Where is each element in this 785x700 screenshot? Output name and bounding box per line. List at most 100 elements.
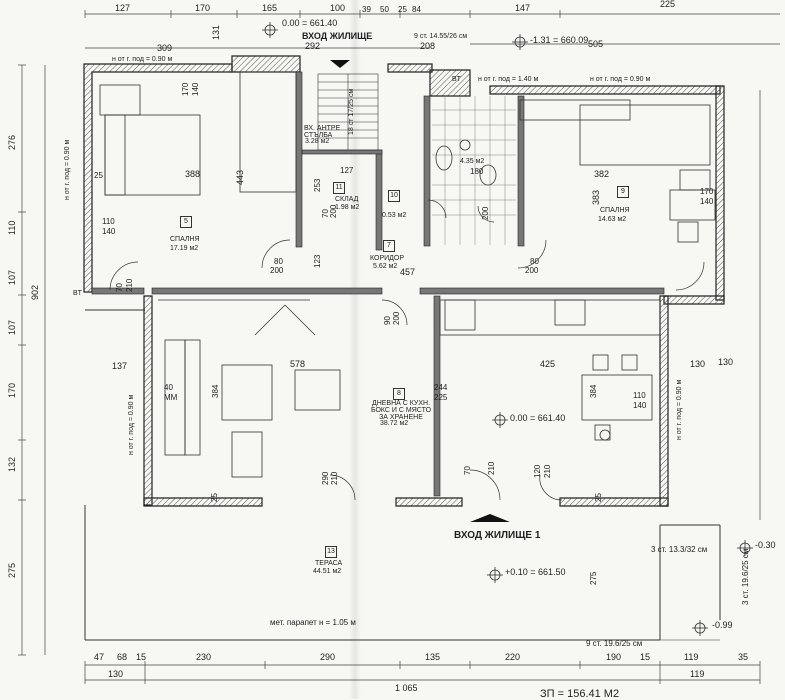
dim-left: 276 (7, 134, 17, 150)
dimension-ticks (18, 10, 761, 684)
bt-mark-left: BT (73, 290, 82, 297)
dim-inner: 110 (633, 391, 646, 400)
level-top: 0.00 = 661.40 (282, 18, 338, 28)
dim-inner: 225 (434, 393, 448, 402)
terrace-name: ТЕРАСА (315, 560, 343, 567)
bedroom1-number: 5 (180, 216, 192, 228)
dim-bottom: 220 (505, 652, 521, 662)
dim-bottom: 35 (738, 652, 749, 662)
dim-inner: 70 (115, 283, 124, 292)
dim-top: 292 (305, 41, 321, 51)
dim-inner: 200 (270, 266, 284, 275)
dim-bottom: 15 (136, 652, 147, 662)
level-minus099: -0.99 (712, 620, 733, 630)
dim-inner: 210 (125, 278, 134, 292)
armchair (294, 369, 341, 411)
toilet-area: 0.53 м2 (382, 212, 407, 219)
living-area: 38.72 м2 (380, 420, 409, 427)
stairs-bottom-label: 9 ст. 19.6/25 см (586, 639, 643, 648)
dim-bottom: 47 (94, 652, 105, 662)
dim-left: 275 (7, 562, 17, 578)
corridor-area: 5.62 м2 (373, 263, 398, 270)
dim-top: 170 (195, 3, 211, 13)
dim-bottom: 290 (320, 652, 336, 662)
dim-inner: 110 (102, 217, 115, 226)
washbasin (435, 145, 453, 171)
dim-inner: 443 (235, 169, 245, 185)
stairs-top-label: 9 ст. 14.55/26 см (414, 33, 468, 40)
dim-left: 132 (7, 456, 17, 472)
dimension-lines (21, 13, 780, 681)
level-terrace: +0.10 = 661.50 (505, 567, 566, 577)
dim-top: 100 (330, 3, 346, 13)
stairs-inner-label: 18 ст 17/25 см (348, 88, 355, 135)
dim-inner: 457 (400, 267, 416, 277)
sill-label-1: н от г. под = 0.90 м (112, 56, 173, 63)
door-swings (109, 199, 705, 501)
dim-inner: 200 (329, 204, 338, 218)
dim-left: 110 (7, 220, 17, 235)
bedroom2-name: СПАЛНЯ (600, 207, 630, 214)
sink (554, 299, 586, 326)
dim-inner: 275 (589, 571, 598, 585)
dim-inner: 200 (481, 206, 490, 220)
level-markers (262, 22, 753, 636)
sill-label-3: н от г. под = 0.90 м (590, 76, 651, 83)
coffee-table (221, 364, 273, 421)
dim-inner: 140 (700, 197, 714, 206)
entry-arrow-top (330, 60, 350, 68)
dim-inner: 384 (589, 384, 598, 398)
bed-right (579, 104, 711, 166)
entry-bottom-label: ВХОД ЖИЛИЩЕ 1 (454, 530, 541, 541)
dim-inner: 140 (633, 401, 647, 410)
wardrobe-left (239, 71, 297, 193)
dim-inner: 382 (594, 169, 610, 179)
dim-inner: 140 (102, 227, 116, 236)
dim-inner: 90 (383, 316, 392, 325)
dim-inner: 127 (340, 166, 354, 175)
bedroom1-area: 17.19 м2 (170, 245, 199, 252)
dim-bottom: 135 (425, 652, 441, 662)
paper-fold-shadow (349, 0, 361, 699)
dim-right: 130 (690, 359, 706, 369)
sill-label-2: н от г. под = 1.40 м (478, 76, 539, 83)
dim-inner: 130 (718, 357, 734, 367)
dim-inner: 210 (543, 464, 552, 478)
dim-inner: 40 (164, 383, 173, 392)
dim-inner: 210 (330, 471, 339, 485)
sill-label-4: н от г. под = 0.90 м (64, 139, 71, 200)
dim-inner: 70 (463, 466, 472, 475)
kitchen-counter (439, 299, 661, 336)
corridor-name: КОРИДОР (370, 255, 404, 262)
bedroom2-number: 9 (617, 186, 629, 198)
dim-inner: 388 (185, 169, 201, 179)
dim-top: 165 (262, 3, 278, 13)
dim-inner: 290 (321, 471, 330, 485)
dim-top: 225 (660, 0, 676, 9)
entry-arrow-bottom (470, 514, 510, 522)
dim-top: 208 (420, 41, 436, 51)
parapet-label: мет. парапет н = 1.05 м (270, 618, 356, 627)
dim-bottom: 190 (606, 652, 622, 662)
stairs-right-label: 3 ст. 13.3/32 см (651, 545, 708, 554)
dim-top: 84 (412, 5, 421, 14)
dim-top: 131 (211, 24, 221, 40)
dim-inner: 80 (530, 257, 539, 266)
toilet-number: 10 (388, 190, 400, 202)
dim-inner: 253 (313, 178, 322, 192)
dim-bottom: 119 (690, 669, 705, 679)
dim-inner: 25 (210, 493, 219, 502)
level-living: 0.00 = 661.40 (510, 413, 566, 423)
dim-left: 107 (7, 319, 17, 335)
dim-inner: 25 (94, 171, 103, 180)
level-minus030: -0.30 (755, 540, 776, 550)
bedroom2-area: 14.63 м2 (598, 216, 627, 223)
dim-inner: 244 (434, 383, 448, 392)
entry-top-label: ВХОД ЖИЛИЩЕ (302, 31, 373, 41)
dim-bottom: 230 (196, 652, 212, 662)
dining-table (581, 374, 653, 421)
dim-inner: 137 (112, 361, 128, 371)
sill-label-5: н от г. под = 0.90 м (128, 394, 135, 455)
dim-top: 147 (515, 3, 531, 13)
terrace-outline (84, 309, 721, 641)
